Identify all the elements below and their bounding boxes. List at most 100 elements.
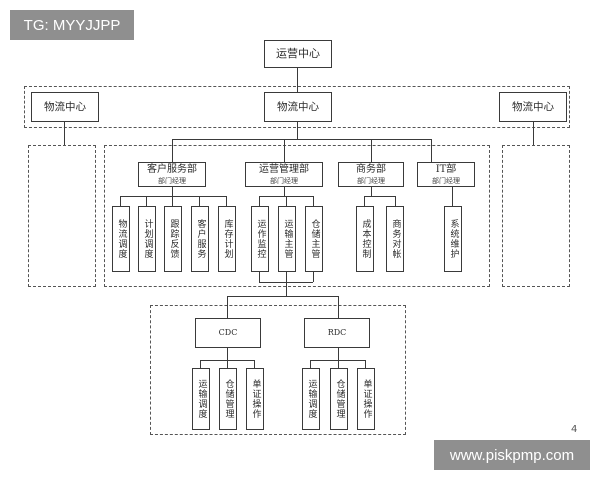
connector (284, 187, 286, 196)
node-label: CDC (218, 328, 238, 338)
role-node: 单证操作 (357, 368, 375, 430)
dept-manager: 部门经理 (158, 177, 186, 186)
connector (227, 296, 229, 318)
connector (64, 122, 66, 145)
connector (227, 348, 229, 360)
logistics-center-left-node: 物流中心 (31, 92, 99, 122)
role-node: 运作监控 (251, 206, 269, 272)
connector (338, 296, 340, 318)
logistics-center-right-node: 物流中心 (499, 92, 567, 122)
role-label: 物流调度 (116, 219, 127, 259)
role-node: 商务对帐 (386, 206, 404, 272)
connector (227, 360, 229, 368)
dept-title: 商务部 (356, 163, 386, 175)
role-label: 仓储管理 (223, 379, 234, 419)
role-node: 仓储管理 (330, 368, 348, 430)
role-label: 运输调度 (196, 379, 207, 419)
watermark-top-left: TG: MYYJJPP (10, 10, 134, 40)
connector (431, 139, 433, 162)
connector (120, 196, 122, 206)
connector (172, 187, 174, 196)
role-node: 运输调度 (192, 368, 210, 430)
right-region-frame (502, 145, 570, 287)
connector (313, 272, 315, 282)
role-node: 物流调度 (112, 206, 130, 272)
role-label: 库存计划 (222, 219, 233, 259)
connector (172, 139, 174, 162)
operations-dept-node: 运营管理部 部门经理 (245, 162, 323, 187)
rdc-node: RDC (304, 318, 370, 348)
connector (371, 139, 373, 162)
role-label: 跟踪反馈 (168, 219, 179, 259)
role-node: 单证操作 (246, 368, 264, 430)
dept-manager: 部门经理 (270, 177, 298, 186)
role-label: 客户服务 (195, 219, 206, 259)
connector (227, 296, 338, 298)
role-node: 计划调度 (138, 206, 156, 272)
connector (371, 187, 373, 196)
role-label: 计划调度 (142, 219, 153, 259)
connector (533, 122, 535, 145)
role-node: 系统维护 (444, 206, 462, 272)
role-node: 运输调度 (302, 368, 320, 430)
node-label: 物流中心 (512, 100, 554, 113)
dept-title: 客户服务部 (147, 163, 197, 175)
connector (365, 360, 367, 368)
business-dept-node: 商务部 部门经理 (338, 162, 404, 187)
corner-mark: 4 (571, 424, 578, 435)
connector (254, 360, 256, 368)
connector (297, 122, 299, 139)
dept-title: 运营管理部 (259, 163, 309, 175)
departments-frame (104, 145, 490, 287)
connector (146, 196, 148, 206)
watermark-bottom-right: www.piskpmp.com (434, 440, 590, 470)
cdc-node: CDC (195, 318, 261, 348)
connector (338, 360, 340, 368)
role-node: 运输主管 (278, 206, 296, 272)
connector (310, 360, 312, 368)
role-label: 运作监控 (255, 219, 266, 259)
connector (259, 272, 261, 282)
role-node: 跟踪反馈 (164, 206, 182, 272)
node-label: RDC (327, 328, 347, 338)
role-node: 库存计划 (218, 206, 236, 272)
dept-manager: 部门经理 (432, 177, 460, 186)
connector (364, 196, 395, 198)
role-node: 仓储主管 (305, 206, 323, 272)
connector (286, 196, 288, 206)
role-label: 运输调度 (306, 379, 317, 419)
connector (297, 68, 299, 92)
role-label: 仓储管理 (334, 379, 345, 419)
role-label: 仓储主管 (309, 219, 320, 259)
dept-title: IT部 (435, 163, 457, 175)
connector (452, 187, 454, 206)
distribution-frame (150, 305, 406, 435)
connector (172, 196, 174, 206)
ops-center-node: 运营中心 (264, 40, 332, 68)
role-node: 客户服务 (191, 206, 209, 272)
node-label: 物流中心 (44, 100, 86, 113)
role-label: 运输主管 (282, 219, 293, 259)
node-label: 物流中心 (277, 100, 319, 113)
logistics-center-node: 物流中心 (264, 92, 332, 122)
node-label: 运营中心 (276, 46, 320, 60)
it-dept-node: IT部 部门经理 (417, 162, 475, 187)
connector (199, 196, 201, 206)
connector (200, 360, 202, 368)
role-label: 单证操作 (361, 379, 372, 419)
left-region-frame (28, 145, 96, 287)
connector (284, 139, 286, 162)
customer-service-dept-node: 客户服务部 部门经理 (138, 162, 206, 187)
connector (259, 196, 261, 206)
connector (286, 272, 288, 282)
dept-manager: 部门经理 (357, 177, 385, 186)
connector (338, 348, 340, 360)
connector (310, 360, 365, 362)
connector (395, 196, 397, 206)
connector (313, 196, 315, 206)
connector (172, 139, 431, 141)
role-label: 成本控制 (360, 219, 371, 259)
connector (226, 196, 228, 206)
role-node: 成本控制 (356, 206, 374, 272)
